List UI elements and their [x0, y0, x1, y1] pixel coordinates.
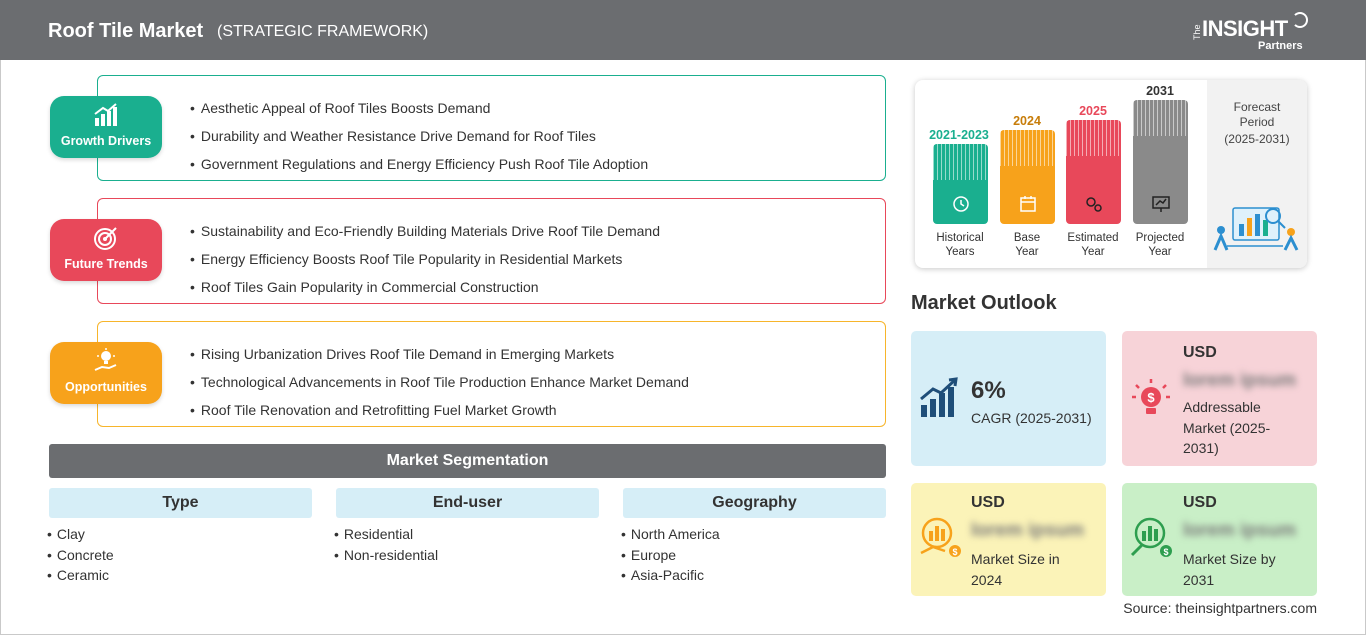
growth-drivers-list: Aesthetic Appeal of Roof Tiles Boosts De… — [190, 94, 648, 178]
cagr-card: 6% CAGR (2025-2031) — [911, 331, 1106, 466]
growth-drivers-panel: Aesthetic Appeal of Roof Tiles Boosts De… — [97, 75, 886, 181]
market-size-2031-value: lorem ipsum — [1183, 520, 1296, 541]
segment-end-user-list: Residential Non-residential — [334, 524, 438, 565]
cagr-label: CAGR (2025-2031) — [971, 410, 1092, 426]
svg-text:$: $ — [1147, 390, 1155, 405]
list-item: Roof Tiles Gain Popularity in Commercial… — [190, 273, 660, 301]
svg-text:$: $ — [1163, 547, 1168, 557]
list-item: Technological Advancements in Roof Tile … — [190, 368, 689, 396]
list-item: Europe — [621, 545, 720, 566]
logo-partners: Partners — [1258, 40, 1303, 52]
period-label: Estimated Year — [1067, 232, 1119, 258]
dollar-bulb-icon: $ — [1132, 379, 1170, 414]
money-chart-icon: $ — [920, 517, 961, 557]
historical-bar — [933, 144, 988, 224]
future-trends-badge: Future Trends — [50, 219, 162, 281]
badge-label: Opportunities — [65, 380, 147, 394]
market-size-2024-card: $ USD lorem ipsum Market Size in 2024 — [911, 483, 1106, 596]
opportunities-badge: Opportunities — [50, 342, 162, 404]
market-size-2024-value: lorem ipsum — [971, 520, 1084, 541]
lightbulb-hand-icon — [94, 348, 117, 371]
projected-bar — [1133, 100, 1188, 224]
list-item: Residential — [334, 524, 438, 545]
segment-end-user-header: End-user — [336, 488, 599, 518]
list-item: Rising Urbanization Drives Roof Tile Dem… — [190, 340, 689, 368]
opportunities-panel: Rising Urbanization Drives Roof Tile Dem… — [97, 321, 886, 427]
period-year: 2021-2023 — [929, 128, 989, 142]
target-icon — [94, 227, 117, 250]
logo-ring-icon — [1292, 12, 1308, 28]
forecast-period-range: (2025-2031) — [1224, 132, 1290, 146]
period-label: Historical Years — [936, 232, 984, 258]
market-outlook-title: Market Outlook — [911, 292, 1057, 314]
gears-icon — [1086, 197, 1102, 212]
list-item: Ceramic — [47, 565, 114, 586]
badge-label: Future Trends — [64, 257, 148, 271]
future-trends-list: Sustainability and Eco-Friendly Building… — [190, 217, 660, 301]
list-item: Sustainability and Eco-Friendly Building… — [190, 217, 660, 245]
logo-insight: INSIGHT — [1202, 16, 1288, 41]
period-year: 2024 — [1013, 114, 1041, 128]
list-item: Government Regulations and Energy Effici… — [190, 150, 648, 178]
money-chart-icon: $ — [1130, 517, 1172, 557]
forecast-period-label: Forecast Period — [1233, 100, 1281, 129]
addressable-market-label: Addressable Market (2025- 2031) — [1183, 399, 1271, 456]
list-item: Asia-Pacific — [621, 565, 720, 586]
svg-text:$: $ — [952, 547, 957, 557]
segment-geography-header: Geography — [623, 488, 886, 518]
analytics-people-icon — [1213, 207, 1299, 251]
page-title: Roof Tile Market — [48, 20, 204, 42]
growth-drivers-badge: Growth Drivers — [50, 96, 162, 158]
timeline-card: 2021-2023 Historical Years 2024 Base Yea… — [915, 80, 1307, 268]
list-item: Non-residential — [334, 545, 438, 566]
segment-type-list: Clay Concrete Ceramic — [47, 524, 114, 586]
calendar-icon — [1020, 196, 1036, 212]
list-item: Energy Efficiency Boosts Roof Tile Popul… — [190, 245, 660, 273]
list-item: Clay — [47, 524, 114, 545]
period-year: 2031 — [1146, 84, 1174, 98]
segmentation-header: Market Segmentation — [49, 444, 886, 478]
segment-geography-list: North America Europe Asia-Pacific — [621, 524, 720, 586]
list-item: Durability and Weather Resistance Drive … — [190, 122, 648, 150]
estimated-bar — [1066, 120, 1121, 224]
market-size-2031-card: $ USD lorem ipsum Market Size by 2031 — [1122, 483, 1317, 596]
cagr-value: 6% — [971, 377, 1006, 404]
segment-type-header: Type — [49, 488, 312, 518]
bar-chart-growth-icon — [94, 103, 117, 126]
growth-chart-icon — [920, 377, 958, 417]
list-item: North America — [621, 524, 720, 545]
list-item: Aesthetic Appeal of Roof Tiles Boosts De… — [190, 94, 648, 122]
market-size-2031-label: Market Size by 2031 — [1183, 551, 1276, 588]
list-item: Concrete — [47, 545, 114, 566]
base-bar — [1000, 130, 1055, 224]
period-label: Projected Year — [1135, 232, 1185, 258]
currency-label: USD — [971, 494, 1005, 511]
company-logo[interactable]: The INSIGHT Partners — [1192, 10, 1312, 54]
period-year: 2025 — [1079, 104, 1107, 118]
period-label: Base Year — [1013, 232, 1041, 258]
market-size-2024-label: Market Size in 2024 — [971, 551, 1060, 588]
opportunities-list: Rising Urbanization Drives Roof Tile Dem… — [190, 340, 689, 424]
currency-label: USD — [1183, 344, 1217, 361]
addressable-market-card: $ USD lorem ipsum Addressable Market (20… — [1122, 331, 1317, 466]
future-trends-panel: Sustainability and Eco-Friendly Building… — [97, 198, 886, 304]
currency-label: USD — [1183, 494, 1217, 511]
logo-the: The — [1192, 24, 1202, 40]
history-icon — [953, 196, 969, 212]
source-link[interactable]: Source: theinsightpartners.com — [1123, 600, 1317, 616]
presentation-icon — [1152, 196, 1170, 212]
addressable-market-value: lorem ipsum — [1183, 370, 1296, 391]
badge-label: Growth Drivers — [60, 134, 152, 148]
list-item: Roof Tile Renovation and Retrofitting Fu… — [190, 396, 689, 424]
page-subtitle: (STRATEGIC FRAMEWORK) — [217, 23, 429, 40]
header-bar: Roof Tile Market (STRATEGIC FRAMEWORK) T… — [0, 0, 1366, 60]
